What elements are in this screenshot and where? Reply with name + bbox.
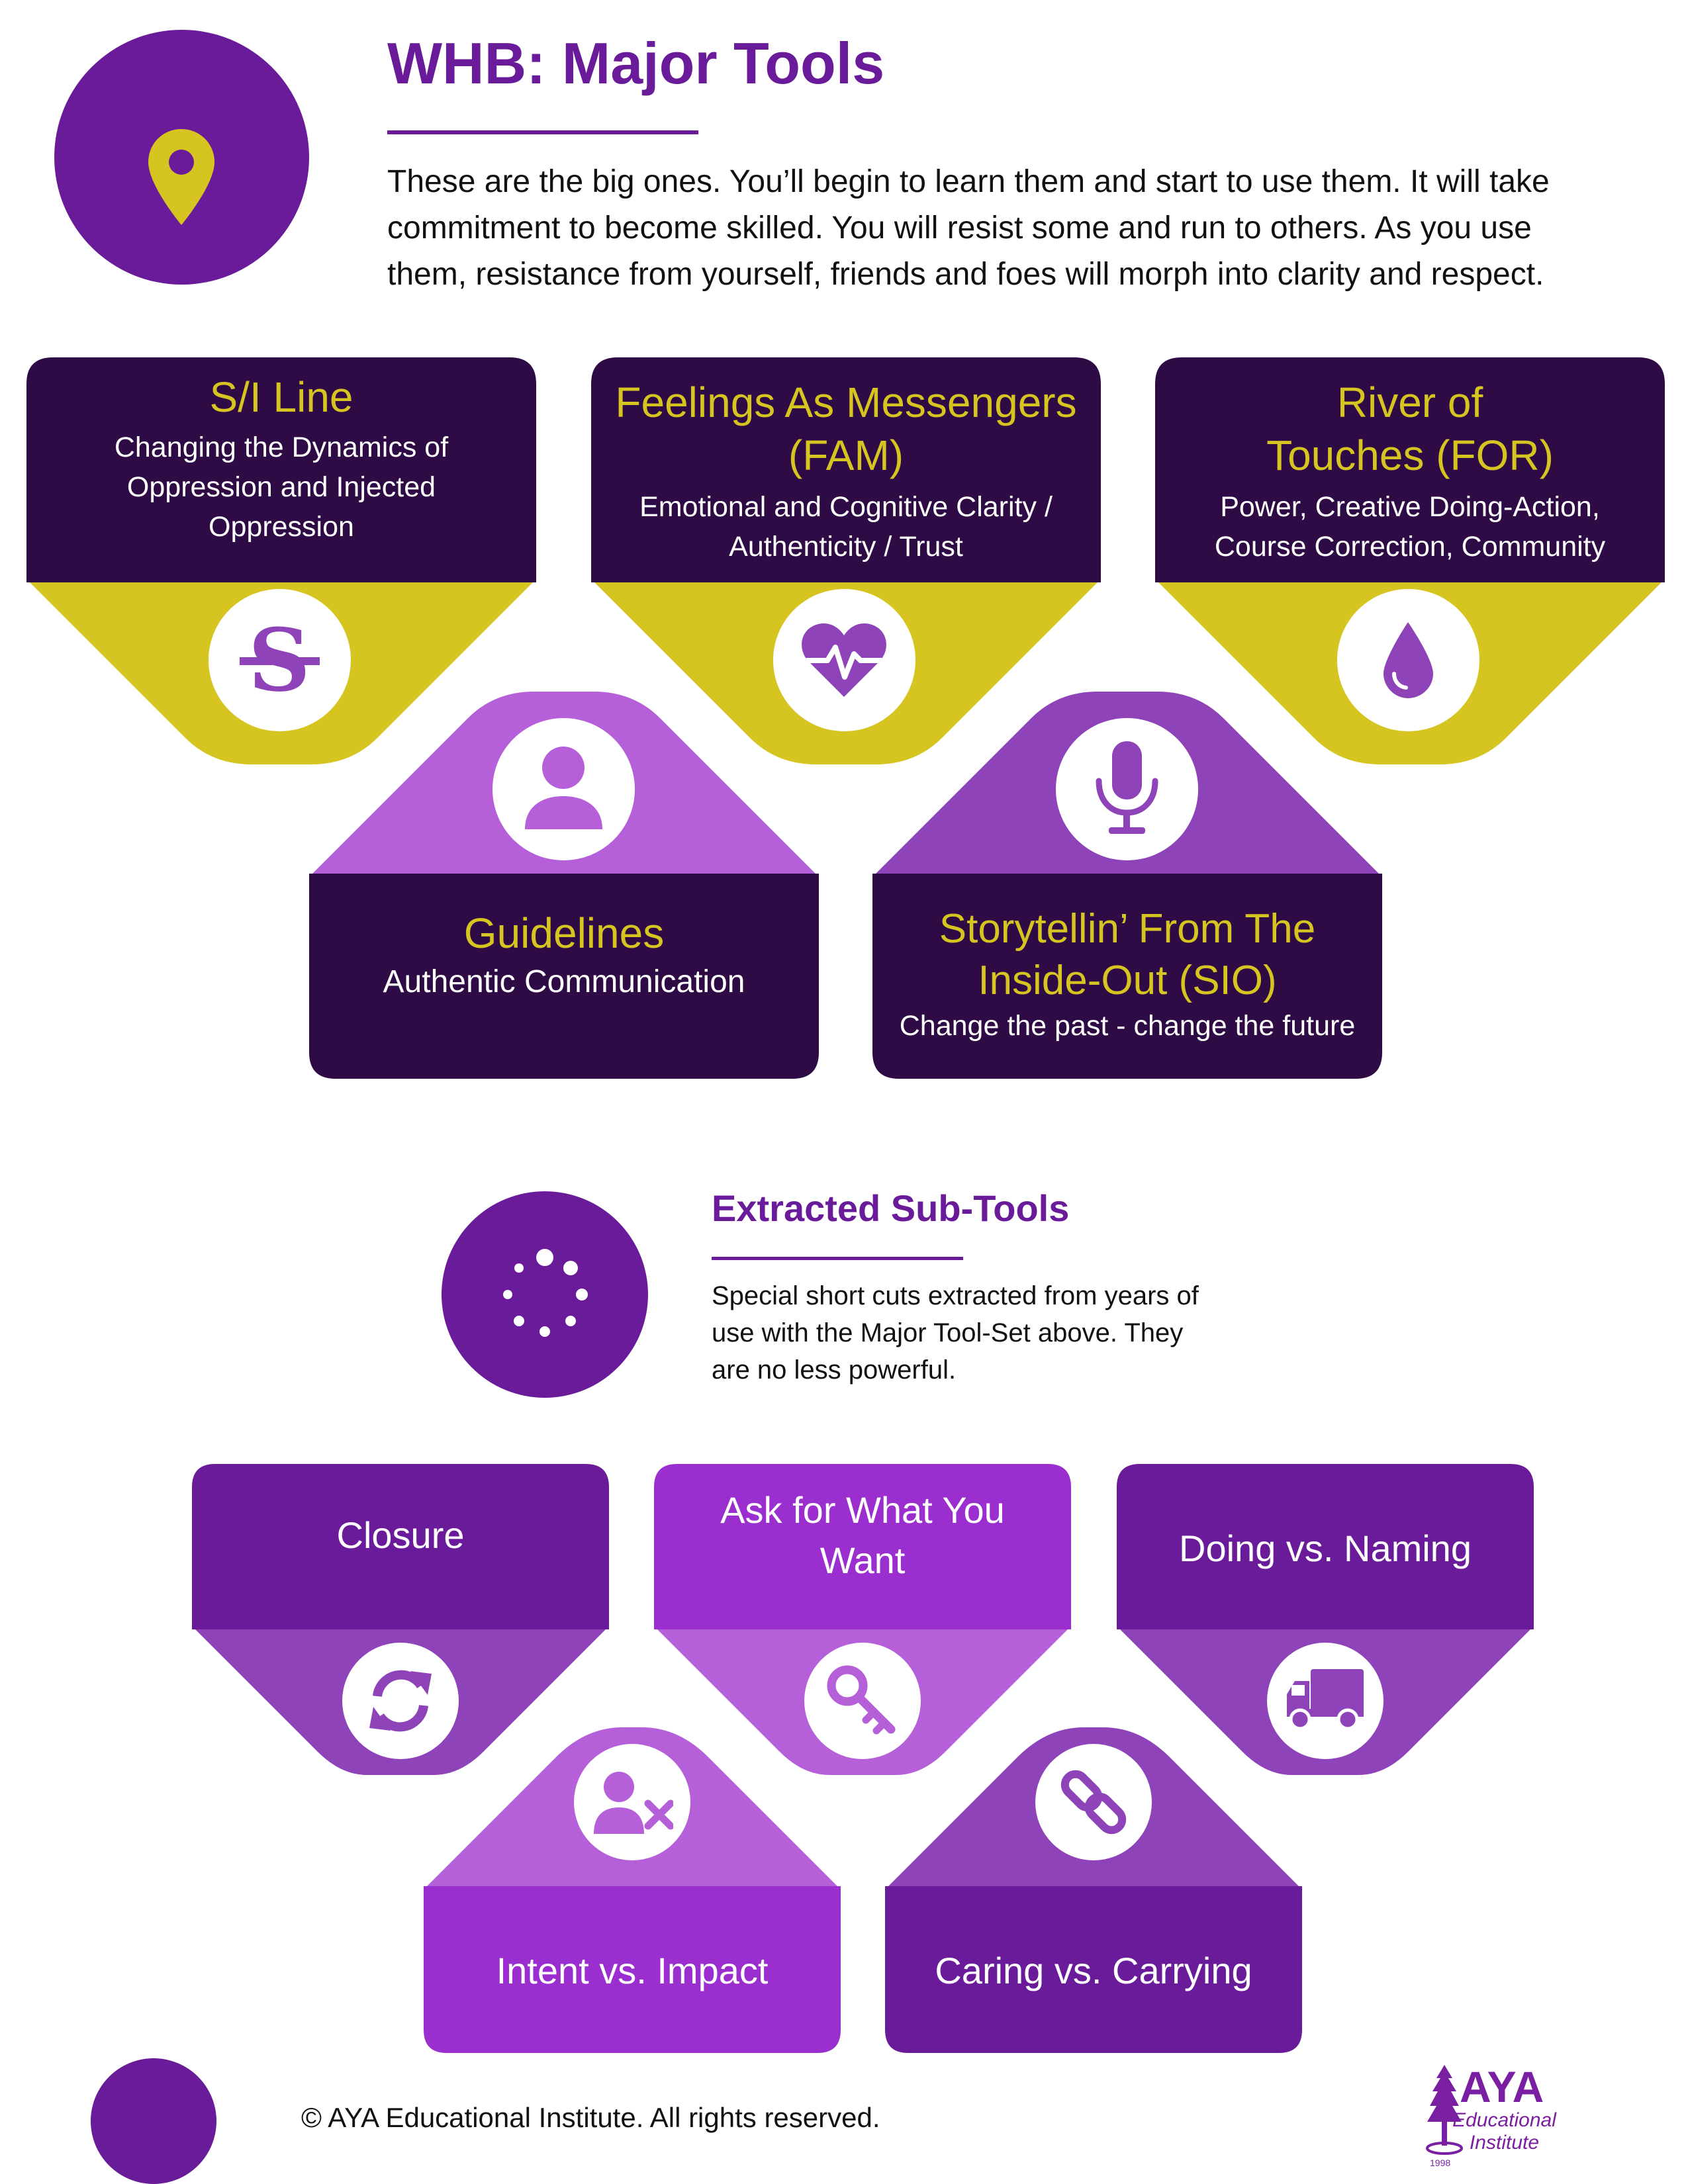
heartbeat-icon — [802, 623, 886, 697]
title-underline — [387, 130, 698, 134]
strikethrough-s-icon: S — [240, 619, 320, 702]
tool-card-si-line: S/I Line Changing the Dynamics of Oppres… — [26, 357, 536, 764]
tool-subtitle: Changing the Dynamics of Oppression and … — [114, 432, 449, 543]
tool-subtitle: Change the past - change the future — [899, 1010, 1356, 1042]
subtool-card-intent: Intent vs. Impact — [424, 1721, 841, 2053]
tool-title: Storytellin’ From The Inside-Out (SIO) — [939, 906, 1316, 1003]
subtools-badge — [442, 1191, 648, 1398]
chain-link-icon — [1060, 1770, 1127, 1835]
intro-paragraph: These are the big ones. You’ll begin to … — [387, 164, 1550, 292]
icon-circle — [342, 1643, 459, 1759]
section-underline — [712, 1257, 963, 1260]
user-x-icon — [594, 1772, 673, 1834]
spinner-dots-icon — [503, 1249, 588, 1337]
icon-circle — [1056, 718, 1198, 860]
truck-icon — [1287, 1669, 1364, 1731]
tool-card-fam: Feelings As Messengers (FAM) Emotional a… — [591, 357, 1101, 764]
tree-logo-icon — [1426, 2065, 1463, 2155]
tool-subtitle: Authentic Communication — [383, 964, 745, 999]
tool-subtitle: Power, Creative Doing-Action, Course Cor… — [1214, 491, 1606, 563]
tool-title: Guidelines — [463, 909, 665, 957]
sync-arrows-icon — [369, 1670, 432, 1732]
subtool-label: Caring vs. Carrying — [935, 1949, 1252, 1991]
icon-circle — [804, 1643, 921, 1759]
person-icon — [525, 747, 602, 829]
copyright-text: © AYA Educational Institute. All rights … — [301, 2102, 880, 2133]
tool-card-sio: Storytellin’ From The Inside-Out (SIO) C… — [872, 692, 1382, 1079]
tool-card-for: River of Touches (FOR) Power, Creative D… — [1155, 357, 1665, 764]
subtool-label: Ask for What You Want — [720, 1488, 1005, 1581]
logo-line-2: Institute — [1469, 2132, 1540, 2154]
tool-title: S/I Line — [209, 373, 353, 421]
footer-badge — [91, 2058, 216, 2184]
icon-circle — [1267, 1643, 1383, 1759]
icon-circle — [574, 1744, 690, 1860]
location-badge — [54, 30, 309, 285]
logo-name: AYA — [1460, 2062, 1544, 2111]
subtool-label: Closure — [336, 1514, 465, 1556]
water-drop-icon — [1383, 622, 1433, 698]
subtool-label: Doing vs. Naming — [1179, 1527, 1472, 1569]
key-icon — [827, 1665, 896, 1735]
subtool-card-ask: Ask for What You Want — [654, 1464, 1071, 1798]
icon-circle: S — [209, 589, 351, 731]
subtool-card-caring: Caring vs. Carrying — [885, 1721, 1302, 2053]
tool-title: River of Touches (FOR) — [1266, 379, 1554, 479]
aya-logo — [1423, 2058, 1569, 2177]
icon-circle — [1035, 1744, 1152, 1860]
section-description: Special short cuts extracted from years … — [712, 1281, 1199, 1385]
icon-circle — [773, 589, 915, 731]
subtool-card-closure: Closure — [192, 1464, 609, 1798]
section-title: Extracted Sub-Tools — [712, 1187, 1070, 1229]
subtool-card-doing: Doing vs. Naming — [1117, 1464, 1534, 1798]
logo-year: 1998 — [1430, 2158, 1451, 2168]
page-title: WHB: Major Tools — [387, 30, 885, 96]
tool-subtitle: Emotional and Cognitive Clarity / Authen… — [639, 491, 1053, 563]
map-pin-icon — [148, 129, 214, 225]
logo-line-1: Educational — [1452, 2109, 1556, 2131]
subtool-label: Intent vs. Impact — [496, 1949, 769, 1991]
microphone-icon — [1096, 741, 1158, 834]
icon-circle — [492, 718, 635, 860]
tool-card-guidelines: Guidelines Authentic Communication — [309, 692, 819, 1079]
icon-circle — [1337, 589, 1479, 731]
tool-title: Feelings As Messengers (FAM) — [615, 379, 1077, 479]
